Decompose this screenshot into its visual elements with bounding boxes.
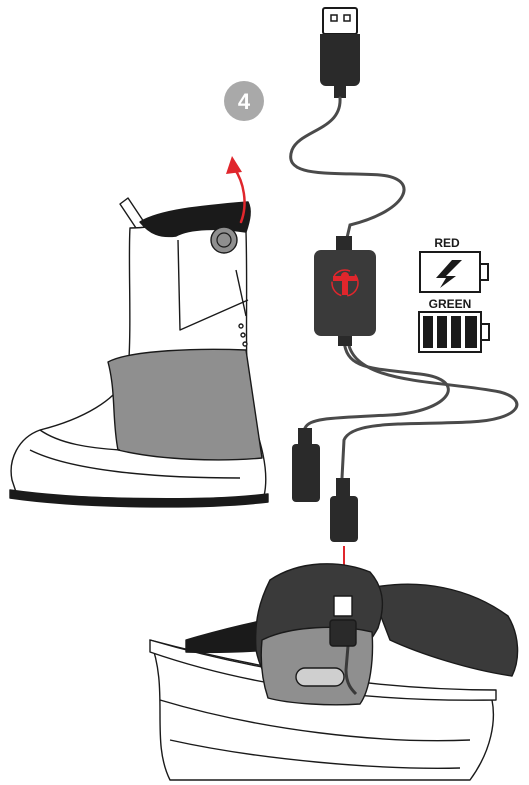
battery-state-green: GREEN	[419, 297, 489, 352]
liner-closeup	[150, 564, 518, 780]
connector-left	[292, 428, 320, 502]
connector-right	[330, 478, 358, 542]
step-badge: 4	[224, 81, 264, 121]
battery-state-red: RED	[420, 236, 488, 292]
battery-label-red: RED	[434, 236, 460, 250]
usb-plug-icon	[320, 8, 360, 98]
step-number: 4	[238, 89, 251, 114]
battery-full-icon	[419, 312, 489, 352]
battery-label-green: GREEN	[429, 297, 472, 311]
charging-controller-icon	[314, 236, 376, 346]
boot-liner-side-view	[10, 198, 268, 507]
